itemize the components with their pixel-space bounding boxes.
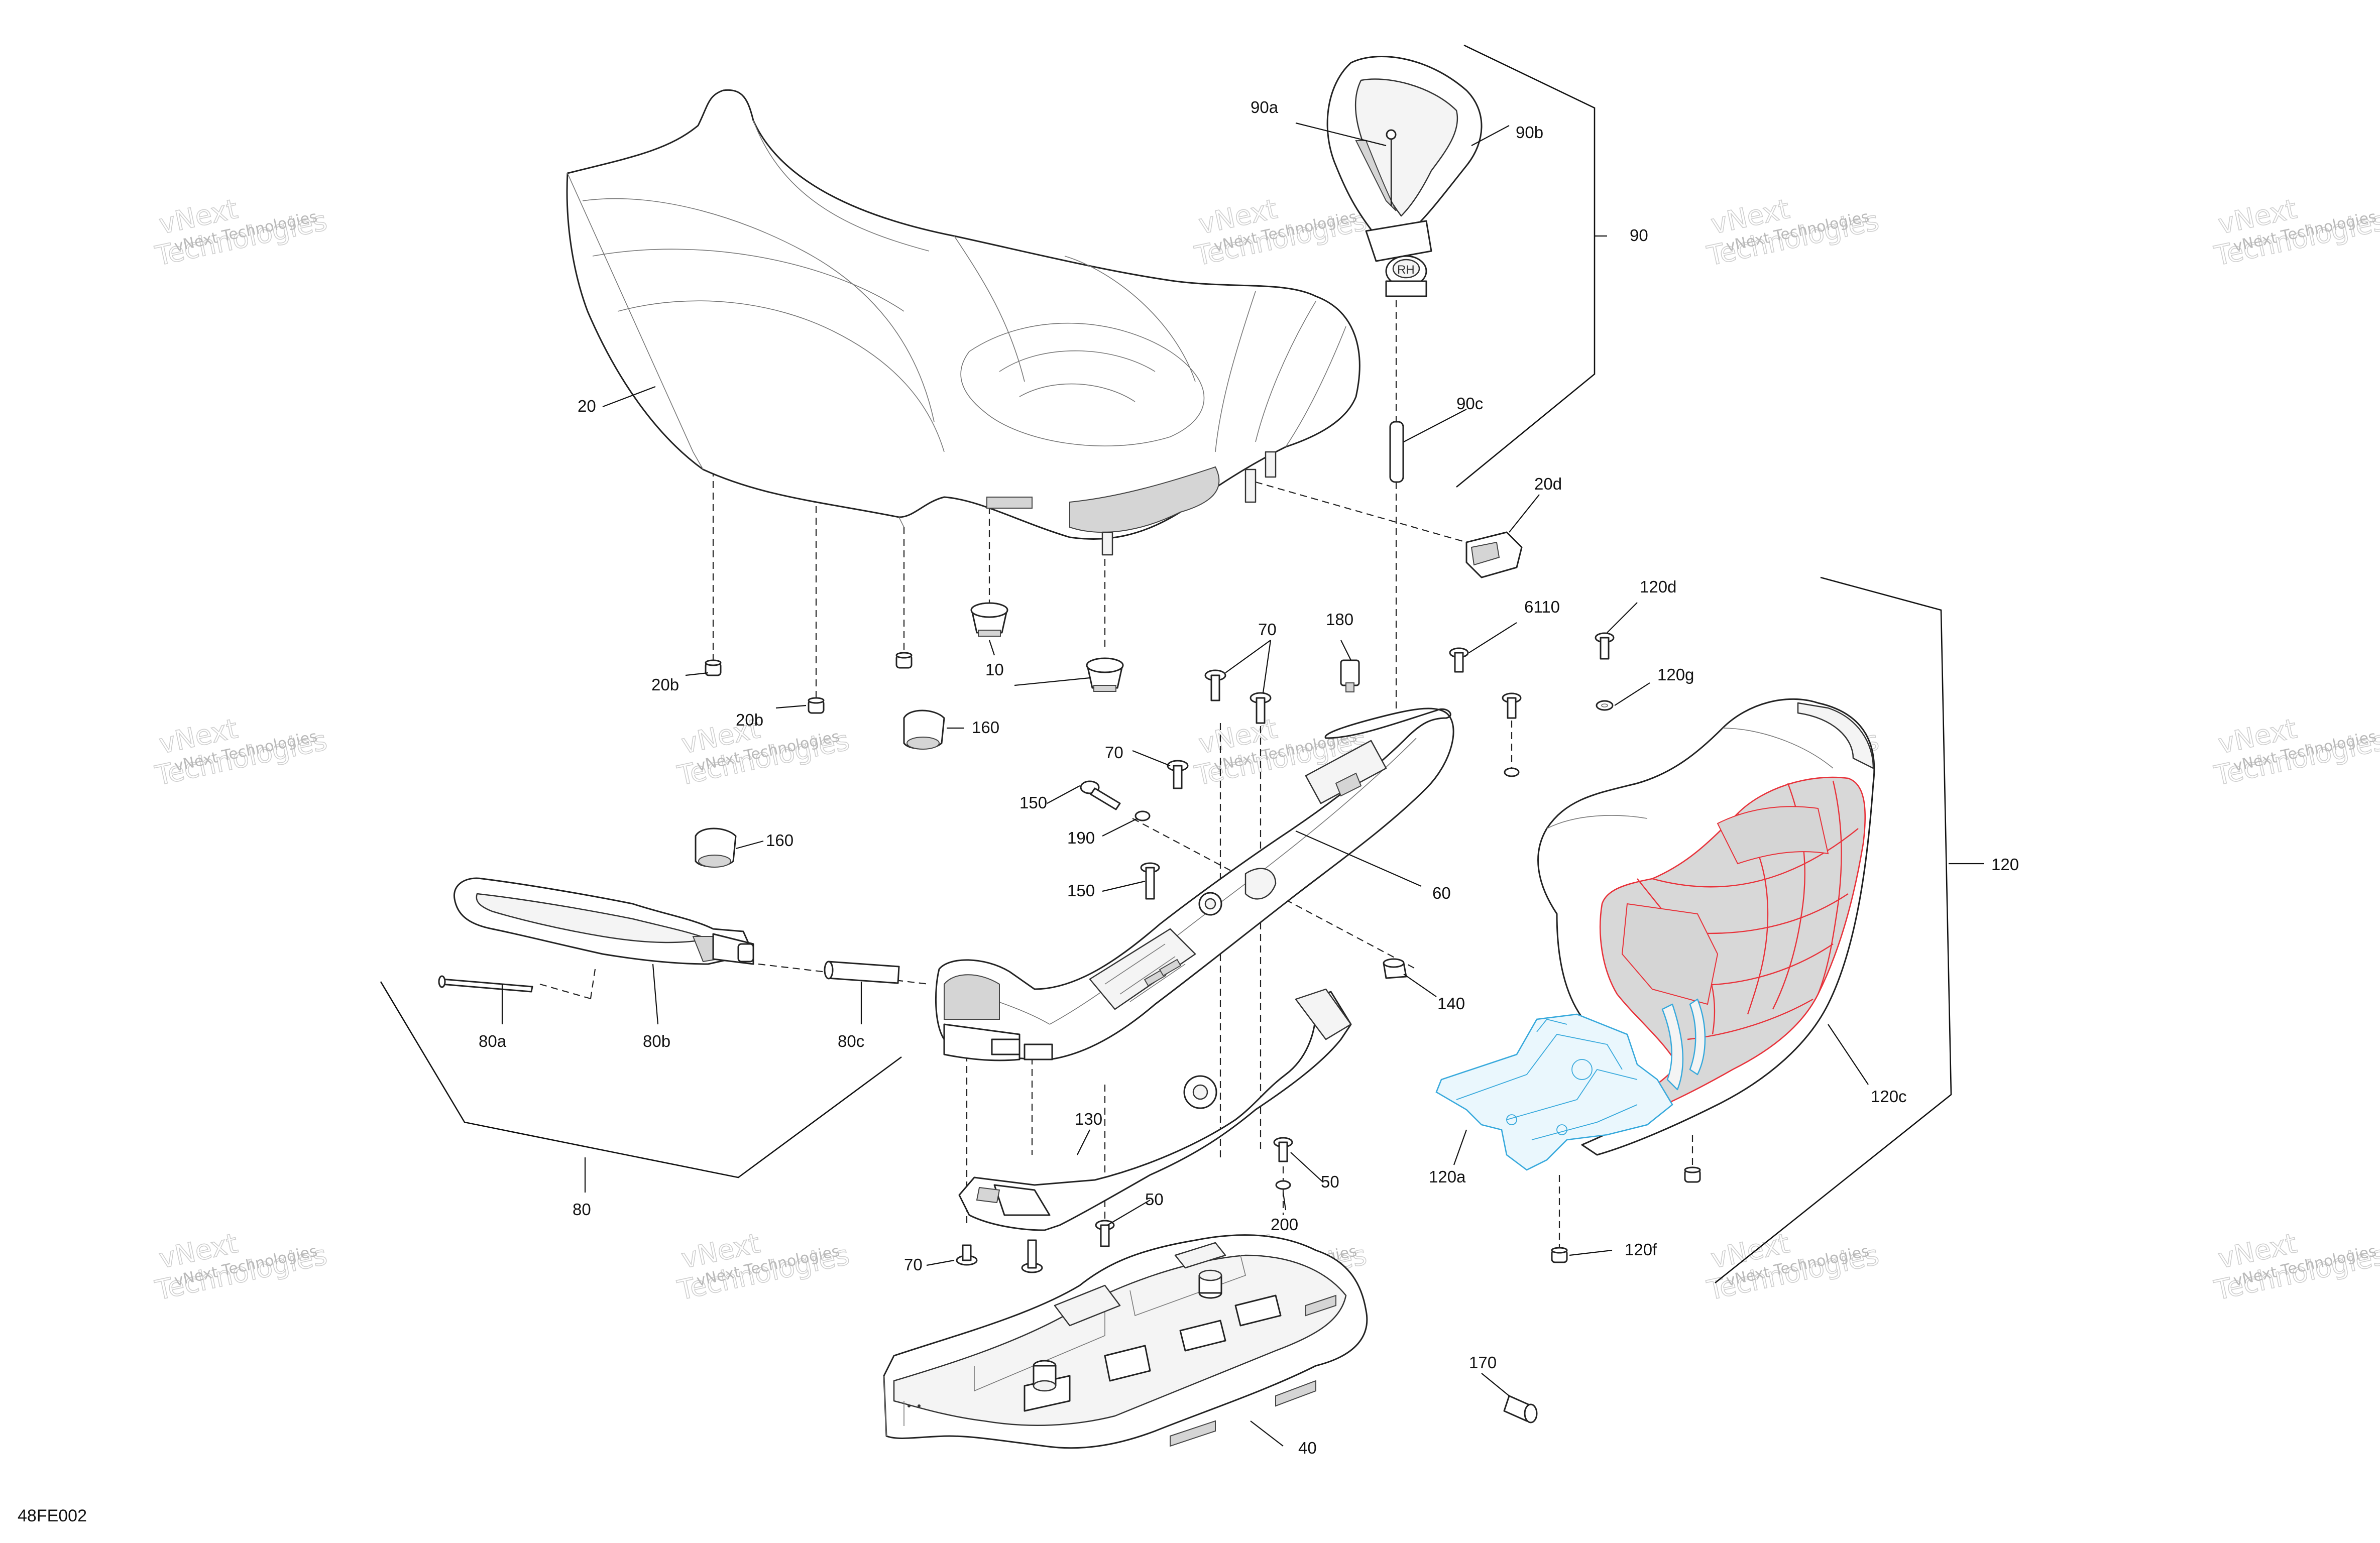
callout-180: 180 [1326,610,1353,629]
callout-6110: 6110 [1524,598,1560,616]
callout-20: 20 [578,397,596,415]
callout-50: 50 [1145,1190,1164,1209]
watermark: vNext Technologies vNext Technologies [1191,192,1370,272]
callout-90a: 90a [1251,98,1279,116]
watermark: vNext Technologies vNext Technologies [674,1227,852,1307]
callout-90b: 90b [1516,123,1543,142]
callout-120c: 120c [1871,1087,1907,1106]
group-bracket-90 [1456,44,1607,488]
watermark: vNext Technologies vNext Technologies [152,192,330,272]
callout-20b: 20b [651,675,679,694]
callout-10: 10 [985,660,1004,679]
washer-part-200 [1275,1180,1291,1190]
callout-60: 60 [1432,884,1451,902]
callout-120g: 120g [1657,665,1694,684]
callout-80: 80 [573,1200,591,1219]
callout-90c: 90c [1456,394,1483,413]
diagram-reference-code: 48FE002 [18,1506,87,1525]
screw-part-50 [1021,1239,1043,1273]
callout-120d: 120d [1640,577,1676,596]
bolt-part-150 [1080,780,1121,810]
leader-lines [501,122,1869,1447]
watermark: vNext Technologies vNext Technologies [1704,192,1882,272]
callout-90: 90 [1630,226,1648,245]
callout-20b: 20b [736,710,763,729]
watermark: vNext Technologies vNext Technologies [674,712,852,792]
screw-part-70 [1167,760,1189,789]
connector-part-180 [1340,659,1360,692]
callout-labels: 20 20b 20b 10 160 160 90a 90b 90 90c 20d… [479,98,2019,1457]
callout-150: 150 [1019,793,1047,812]
seat-part-20 [566,89,1361,556]
watermark: vNext Technologies vNext Technologies [2211,192,2380,272]
pin-part-90a [1386,129,1397,206]
base-part-40 [883,1234,1368,1449]
callout-120: 120 [1991,855,2019,874]
screw-part-50 [1095,1220,1115,1247]
bolt-part-6110 [1449,647,1469,673]
spacer-part-90c [1389,421,1404,483]
grommet-20b [705,659,722,676]
fasteners [695,602,1701,1423]
cap-part-160 [903,709,945,750]
callout-80c: 80c [838,1032,864,1050]
clip-part-20d [1465,531,1523,578]
callout-120f: 120f [1625,1240,1657,1259]
callout-20d: 20d [1534,474,1562,493]
washer [1504,767,1520,777]
assembly-lines [539,289,1693,1250]
bolt-part-120d [1595,632,1615,660]
svg-text:RH: RH [1397,263,1415,277]
callout-200: 200 [1271,1215,1298,1234]
callout-80a: 80a [479,1032,507,1050]
nut-part-140 [1383,958,1407,979]
callout-70: 70 [1105,743,1123,762]
callout-120a: 120a [1429,1167,1466,1186]
handle-part-90b: RH [1326,56,1483,297]
pin-part-80a [438,975,533,993]
callout-150: 150 [1067,881,1095,900]
spacer-part-80c [824,961,900,984]
handle-part-80b [454,877,754,965]
watermark: vNext Technologies vNext Technologies [2211,712,2380,792]
bracket-part-130 [958,988,1352,1231]
callout-130: 130 [1075,1110,1102,1128]
cap-part-160 [695,827,737,868]
grommet-20b [808,697,825,714]
callout-80b: 80b [643,1032,670,1050]
group-bracket-120 [1715,576,1984,1284]
screw-part-70 [1250,692,1272,724]
plug-part-170 [1503,1395,1538,1423]
plate-part-120a [1435,1013,1673,1171]
callout-140: 140 [1437,994,1465,1013]
callout-50: 50 [1321,1172,1339,1191]
watermark: vNext Technologies vNext Technologies [152,712,330,792]
knob-part-10 [970,602,1008,637]
screw-part-70 [1204,669,1226,701]
callout-70: 70 [904,1255,923,1274]
bolt [1502,692,1522,719]
washer-part-120g [1596,700,1614,711]
grommet [1684,1166,1701,1183]
callout-170: 170 [1469,1353,1497,1372]
frame-part-60 [935,707,1454,1061]
callout-40: 40 [1298,1439,1317,1457]
group-bracket-80 [380,981,902,1193]
watermark: vNext Technologies vNext Technologies [152,1227,330,1307]
washer-part-190 [1135,810,1151,821]
callout-160: 160 [766,831,794,850]
screw-part-50 [1273,1137,1293,1162]
grommet [895,652,913,669]
grommet-part-120f [1551,1247,1568,1263]
callout-70: 70 [1258,620,1277,639]
callout-160: 160 [972,718,999,737]
bolt-part-150 [1140,862,1160,900]
screw-part-70 [956,1244,978,1266]
watermark: vNext Technologies vNext Technologies [2211,1227,2380,1307]
callout-190: 190 [1067,828,1095,847]
knob-part-10 [1086,657,1124,692]
